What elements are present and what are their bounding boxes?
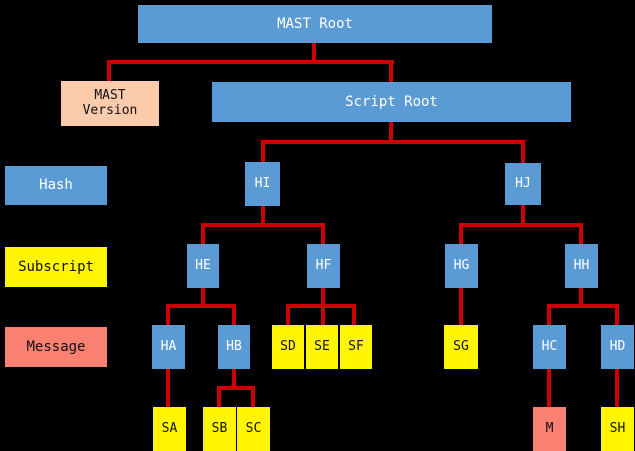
edge-hc-to-m [547,367,551,409]
edge-hf-to-sd [286,304,290,327]
node-se[interactable]: SE [306,325,338,369]
legend-item-message: Message [5,327,107,367]
edge-he-to-hb [232,304,236,327]
node-mast-version[interactable]: MAST Version [61,81,159,126]
node-sb[interactable]: SB [203,407,236,451]
node-sd[interactable]: SD [272,325,304,369]
edge-he-to-ha [166,304,170,327]
edge-hf-to-sd [321,286,325,308]
node-hj[interactable]: HJ [505,163,541,205]
node-sh[interactable]: SH [601,407,634,451]
edge-hi-to-he [201,223,205,246]
edge-hf-to-se [321,304,325,327]
edge-mast-root-to-script-root [389,60,393,84]
edge-hj-to-hg [459,223,581,227]
node-ha[interactable]: HA [152,325,185,369]
node-script-root[interactable]: Script Root [212,82,571,122]
edge-hb-to-sc [251,386,255,409]
node-he[interactable]: HE [187,244,219,288]
edge-hb-to-sb [217,386,221,409]
edge-mast-root-to-mast-version [107,60,394,64]
edge-hj-to-hh [579,223,583,246]
edge-hj-to-hg [459,223,463,246]
edge-hj-to-hg [521,204,525,226]
edge-script-root-to-hj [521,140,525,165]
legend-item-subscript: Subscript [5,247,107,287]
edge-hh-to-hc [579,286,583,308]
edge-mast-root-to-mast-version [107,60,111,83]
edge-hb-to-sb [232,367,236,389]
edge-hh-to-hc [547,304,617,308]
node-sf[interactable]: SF [340,325,372,369]
edge-script-root-to-hi [261,140,523,144]
edge-hd-to-sh [615,367,619,409]
edge-hi-to-he [261,204,265,226]
node-m[interactable]: M [533,407,566,451]
edge-hi-to-hf [321,223,325,246]
edge-hb-to-sb [217,386,255,390]
node-sc[interactable]: SC [237,407,270,451]
node-hc[interactable]: HC [533,325,566,369]
edge-hg-to-sg [459,286,463,327]
node-hb[interactable]: HB [218,325,250,369]
edge-mast-root-to-mast-version [312,43,316,64]
edge-hh-to-hc [547,304,551,327]
node-hh[interactable]: HH [565,244,598,288]
node-hd[interactable]: HD [601,325,634,369]
node-sg[interactable]: SG [444,325,478,369]
edge-hi-to-he [201,223,323,227]
node-hf[interactable]: HF [307,244,340,288]
node-sa[interactable]: SA [153,407,186,451]
edge-ha-to-sa [166,367,170,409]
node-hi[interactable]: HI [245,162,280,206]
legend-item-hash: Hash [5,166,107,205]
edge-script-root-to-hi [261,140,265,164]
edge-he-to-ha [166,304,236,308]
node-hg[interactable]: HG [445,244,478,288]
node-mast-root[interactable]: MAST Root [138,5,492,43]
edge-script-root-to-hi [389,121,393,143]
edge-hh-to-hd [615,304,619,327]
edge-he-to-ha [201,286,205,308]
edge-hf-to-sf [352,304,356,327]
